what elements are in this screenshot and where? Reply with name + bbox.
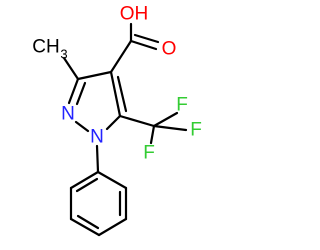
atom-ring-nitrogen-2: N xyxy=(61,104,75,125)
bond-c3-methyl xyxy=(62,56,80,81)
atom-methyl-carbon: CH xyxy=(32,37,59,58)
bonds xyxy=(62,22,188,237)
bond-c4-c3 xyxy=(76,70,113,81)
bond-carbonyl-1 xyxy=(129,39,158,51)
bond-c3-n2-2 xyxy=(75,81,87,106)
bond-n1-phenyl xyxy=(95,144,100,174)
atom-labels: OH O CH 3 N N F F F xyxy=(32,4,202,164)
bond-ph-6 xyxy=(69,170,100,190)
atom-carbonyl-oxygen: O xyxy=(162,39,177,60)
atom-fluorine-bottom: F xyxy=(143,143,155,164)
bond-cf3-f-bottom xyxy=(149,124,156,145)
bond-n2-n1 xyxy=(74,120,90,133)
bond-ring-carboxyl xyxy=(109,39,133,74)
bond-c3-n2-1 xyxy=(67,77,80,105)
bond-cf3-f-top xyxy=(152,111,179,128)
atom-methyl-subscript: 3 xyxy=(60,47,67,62)
atom-fluorine-top: F xyxy=(176,95,188,116)
bond-ph-4 xyxy=(69,217,101,237)
bond-ph-1 xyxy=(96,170,128,190)
bond-n1-c5 xyxy=(105,114,122,131)
atom-fluorine-right: F xyxy=(190,120,202,141)
bond-carbonyl-2 xyxy=(133,33,160,44)
bond-ph-3 xyxy=(97,217,128,237)
bond-ph-inner-3 xyxy=(75,177,99,193)
atom-hydroxyl-oxygen: OH xyxy=(120,4,149,25)
bond-c5-cf3 xyxy=(118,114,156,128)
molecule-structure: OH O CH 3 N N F F F xyxy=(32,4,202,237)
bond-cf3-f-right xyxy=(152,124,188,132)
bond-c5-c4-2 xyxy=(116,75,128,113)
atom-ring-nitrogen-1: N xyxy=(90,127,104,148)
bond-c5-c4-1 xyxy=(109,70,122,118)
bond-ph-inner-2 xyxy=(76,214,100,230)
